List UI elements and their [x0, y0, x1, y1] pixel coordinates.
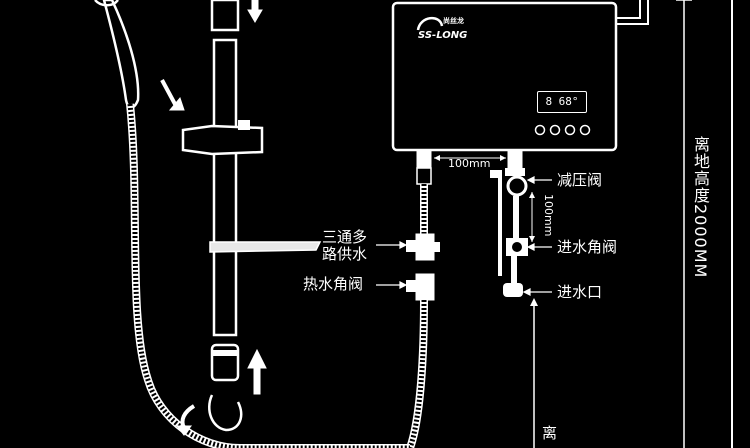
- label-three-way-line2: 路供水: [322, 245, 368, 263]
- shower-hose-dash: [127, 103, 410, 448]
- label-pressure-valve: 减压阀: [557, 171, 603, 189]
- label-inlet: 进水口: [557, 283, 603, 301]
- control-button-3[interactable]: [564, 124, 576, 136]
- heater-cable-2: [616, 0, 649, 25]
- direction-arrows: [160, 0, 267, 436]
- control-button-4[interactable]: [579, 124, 591, 136]
- label-height-note: 离地高度2000MM: [691, 136, 710, 279]
- dim-arrow-bottom: [529, 236, 535, 242]
- slide-bar-top-cap: [210, 0, 240, 32]
- inlet-angle-valve: [506, 238, 528, 256]
- brand-logo-text: SS-LONG: [418, 30, 468, 41]
- label-spacing-horizontal: 100mm: [448, 157, 491, 170]
- brand-logo-cn: 尚丝龙: [443, 17, 464, 25]
- control-button-2[interactable]: [549, 124, 561, 136]
- label-bottom-note: 离: [542, 424, 558, 442]
- dim-arrow-left: [434, 155, 440, 161]
- shower-bracket: [181, 124, 264, 156]
- dim-arrow-top: [529, 192, 535, 198]
- temperature-display: 8 68°: [537, 91, 587, 113]
- label-spacing-vertical: 100mm: [542, 194, 555, 237]
- heater-outlet-right: [507, 149, 523, 169]
- leader-arrows: [376, 176, 552, 296]
- bottom-cap-band: [212, 350, 238, 356]
- hose-to-shower-dash: [407, 299, 427, 448]
- three-way-valve: [406, 233, 440, 261]
- control-buttons: [534, 124, 591, 136]
- soap-shelf: [209, 241, 322, 253]
- heater-cable: [616, 0, 641, 19]
- hot-water-angle-valve: [406, 273, 435, 301]
- label-three-way-line1: 三通多: [322, 228, 368, 246]
- hose-bottom-connector: [208, 394, 243, 432]
- brand-logo-swirl: [416, 17, 444, 31]
- dim-arrow-right: [500, 155, 506, 161]
- hot-water-hose: [416, 167, 432, 234]
- shower-head: [102, 0, 140, 109]
- water-inlet-fitting: [503, 283, 523, 297]
- inlet-height-arrow: [530, 298, 538, 306]
- label-hot-angle-valve: 热水角阀: [303, 275, 364, 293]
- shower-head-top: [94, 0, 119, 7]
- bracket-knob[interactable]: [238, 120, 250, 130]
- control-button-1[interactable]: [534, 124, 546, 136]
- slide-bar: [212, 38, 238, 337]
- water-heater-body: [391, 1, 618, 152]
- shower-hose: [126, 103, 410, 448]
- heater-outlet-left: [416, 149, 432, 169]
- pressure-reducing-valve: [490, 168, 528, 197]
- label-inlet-angle-valve: 进水角阀: [557, 238, 618, 256]
